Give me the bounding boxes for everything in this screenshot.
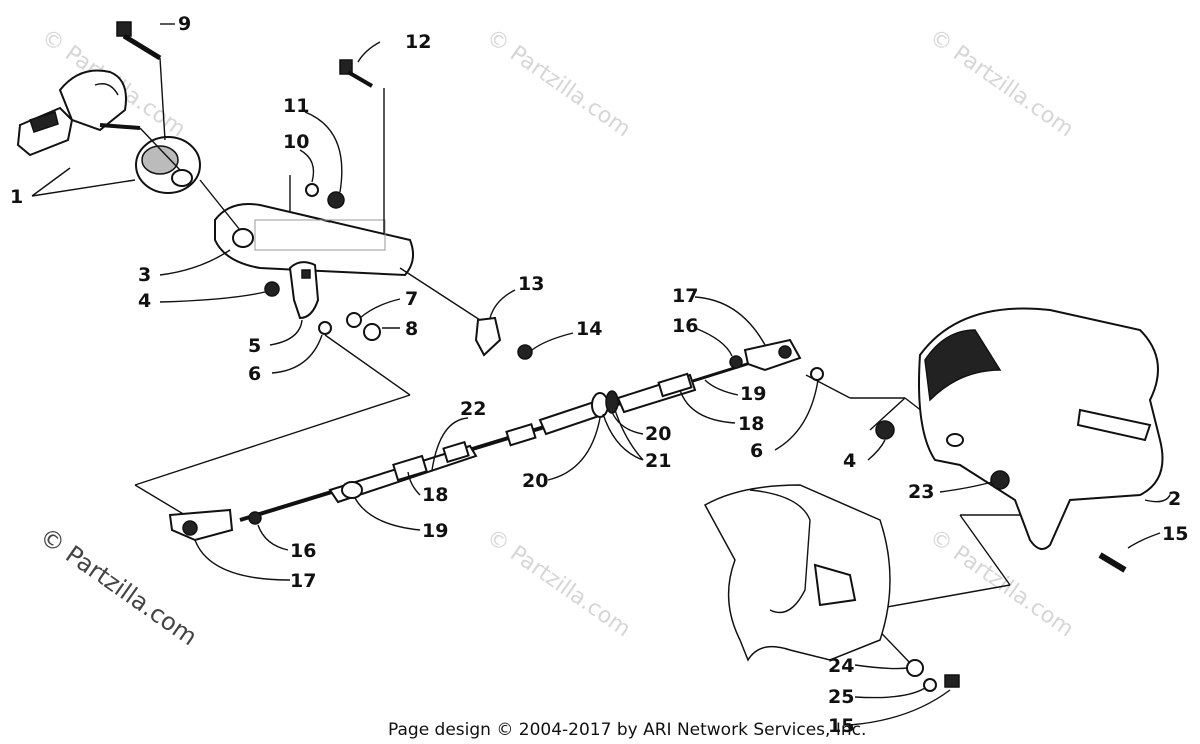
callout-7: 7	[405, 288, 418, 310]
washer-6	[318, 321, 332, 335]
callout-25: 25	[828, 686, 854, 708]
callout-12: 12	[405, 31, 431, 53]
nut-8	[363, 323, 381, 341]
callout-11: 11	[283, 95, 309, 117]
bolt-9	[116, 21, 162, 61]
callout-14: 14	[576, 318, 602, 340]
callout-8: 8	[405, 318, 418, 340]
assembly-lines	[134, 57, 1040, 666]
copyright-footer: Page design © 2004-2017 by ARI Network S…	[388, 720, 866, 740]
callouts: 1 2 3 4 4 5 6 6 7 8 9 10 11 12 13 14 15	[10, 13, 1188, 737]
callout-20: 20	[522, 470, 548, 492]
bolt-15	[1098, 552, 1127, 573]
callout-6: 6	[248, 363, 261, 385]
switch-housing-1	[135, 136, 201, 194]
callout-3: 3	[138, 264, 151, 286]
callout-24: 24	[828, 655, 854, 677]
washer-24	[906, 659, 924, 677]
throttle-cable-22	[168, 338, 802, 542]
connector-13	[474, 316, 502, 357]
callout-10: 10	[283, 131, 309, 153]
callout-19: 19	[422, 520, 448, 542]
callout-6: 6	[750, 440, 763, 462]
callout-13: 13	[518, 273, 544, 295]
nut-11	[327, 191, 345, 209]
nut-16	[248, 511, 262, 525]
ignition-switch-assembly	[16, 21, 533, 360]
washer-6	[810, 367, 824, 381]
washer-10	[305, 183, 319, 197]
callout-21: 21	[645, 450, 671, 472]
callout-20: 20	[645, 423, 671, 445]
callout-9: 9	[178, 13, 191, 35]
callout-5: 5	[248, 335, 261, 357]
callout-18: 18	[738, 413, 764, 435]
watermark: © Partzilla.com	[925, 524, 1078, 642]
carburetor-outline	[703, 484, 891, 662]
watermark: © Partzilla.com	[482, 24, 635, 142]
callout-17: 17	[672, 285, 698, 307]
switch-key-1	[16, 69, 141, 157]
callout-1: 1	[10, 186, 23, 208]
nut-16	[729, 355, 743, 369]
callout-22: 22	[460, 398, 486, 420]
callout-23: 23	[908, 481, 934, 503]
callout-19: 19	[740, 383, 766, 405]
nut-4	[875, 420, 895, 440]
callout-18: 18	[422, 484, 448, 506]
bolt-12	[339, 59, 374, 88]
callout-17: 17	[290, 570, 316, 592]
callout-2: 2	[1168, 488, 1181, 510]
lockwasher-25	[923, 678, 937, 692]
callout-16: 16	[290, 540, 316, 562]
grommet-23	[990, 470, 1010, 490]
nut-4	[264, 281, 280, 297]
nut-14	[517, 344, 533, 360]
watermark: © Partzilla.com	[925, 24, 1078, 142]
washer-7	[346, 312, 362, 328]
watermark: © Partzilla.com	[482, 524, 635, 642]
cover-2	[918, 307, 1164, 550]
watermark: © Partzilla.com	[35, 522, 203, 651]
callout-4: 4	[138, 290, 151, 312]
screw-15	[944, 674, 960, 688]
callout-4: 4	[843, 450, 856, 472]
cable-bracket-5	[288, 261, 320, 320]
callout-15: 15	[1162, 523, 1188, 545]
mounting-bracket-3	[214, 175, 415, 277]
callout-16: 16	[672, 315, 698, 337]
callout-15: 15	[828, 715, 854, 737]
